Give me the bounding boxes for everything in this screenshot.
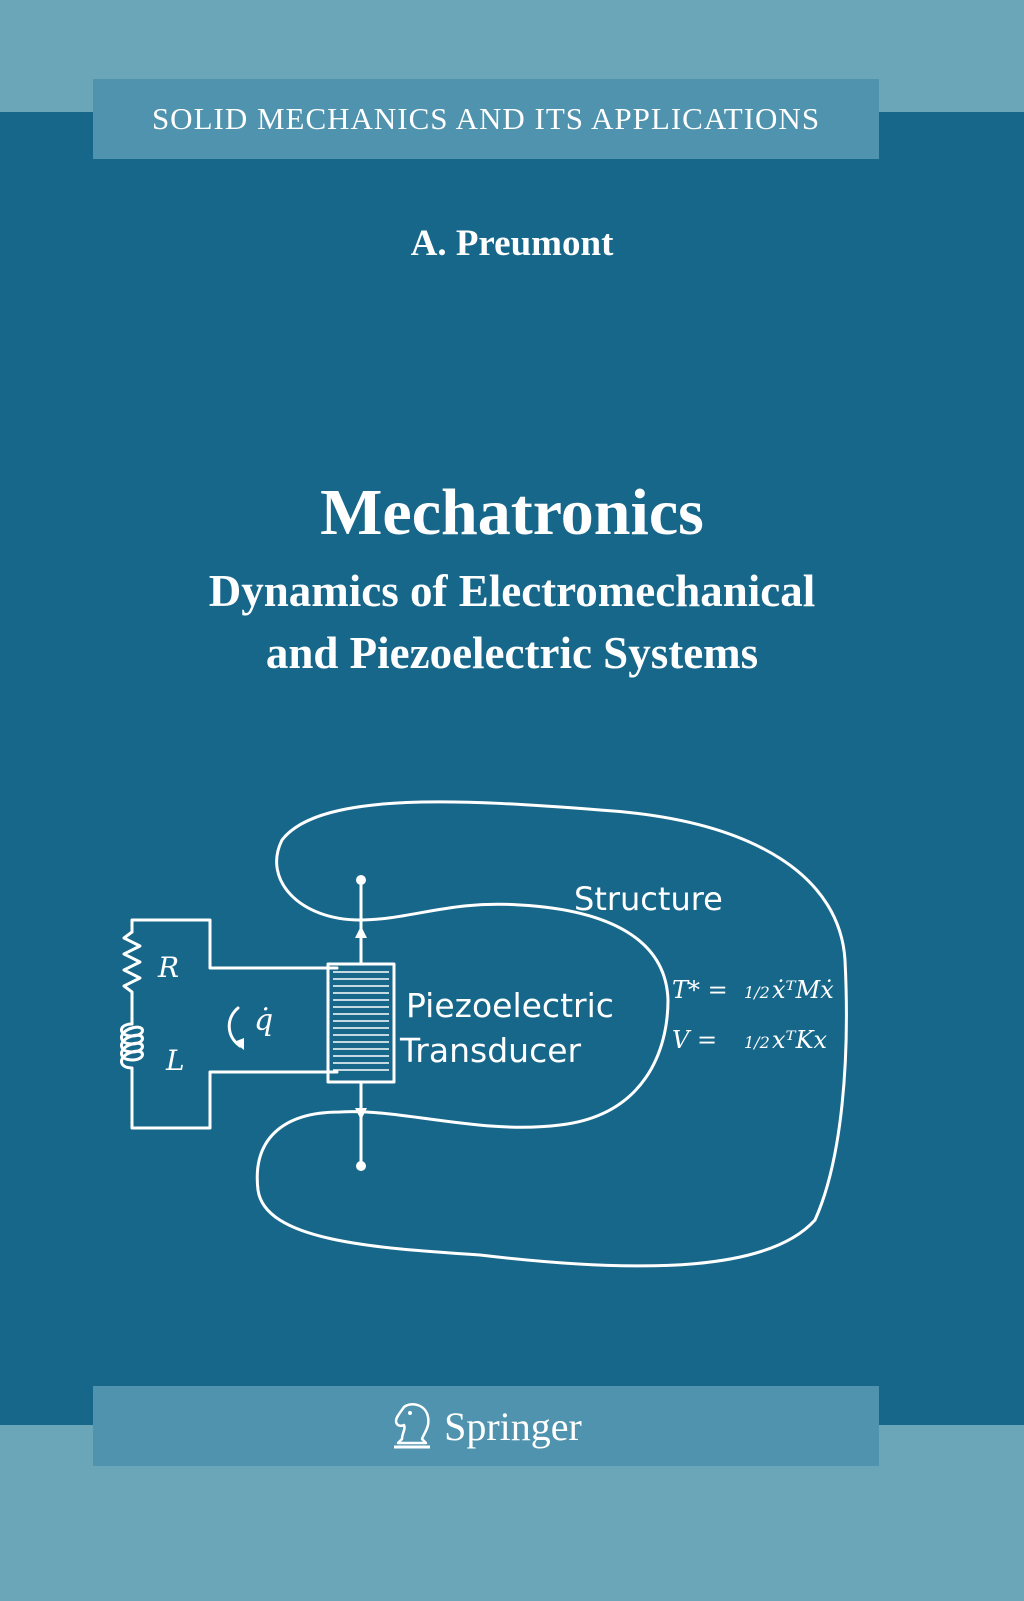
- transducer-label-line1: Piezoelectric: [406, 986, 614, 1025]
- structure-label: Structure: [574, 880, 723, 918]
- potential-energy-rhs: xᵀKx: [772, 1026, 828, 1054]
- potential-energy-half: 1/2: [744, 1033, 770, 1052]
- series-title: SOLID MECHANICS AND ITS APPLICATIONS: [151, 101, 821, 136]
- inductor-label: L: [165, 1044, 185, 1077]
- book-subtitle-line2: and Piezoelectric Systems: [265, 628, 759, 678]
- kinetic-energy-rhs: ẋᵀMẋ: [772, 976, 834, 1004]
- structure-outline: [255, 800, 848, 1268]
- publisher-name: Springer: [444, 1403, 582, 1449]
- transducer-label-line2: Transducer: [399, 1031, 582, 1070]
- resistor-icon: [122, 930, 142, 1026]
- kinetic-energy-lhs: T* =: [672, 976, 728, 1004]
- inductor-icon: [120, 1022, 339, 1130]
- down-arrow-icon: [355, 1108, 367, 1120]
- potential-energy-lhs: V =: [672, 1026, 717, 1054]
- series-band: SOLID MECHANICS AND ITS APPLICATIONS: [93, 79, 879, 159]
- circuit-wire: [130, 918, 339, 970]
- stack-layers: [333, 971, 389, 1071]
- kinetic-energy-half: 1/2: [744, 983, 770, 1002]
- charge-rate-label: q̇: [254, 1003, 273, 1038]
- publisher-band: Springer: [93, 1386, 879, 1466]
- book-subtitle-line1: Dynamics of Electromechanical: [208, 566, 816, 616]
- piezo-transducer-stack: [326, 962, 396, 1084]
- author-name: A. Preumont: [410, 223, 614, 264]
- cover-background: [0, 112, 1024, 1425]
- resistor-label: R: [157, 951, 179, 984]
- up-arrow-icon: [355, 926, 367, 938]
- springer-knight-logo-icon: [394, 1403, 431, 1449]
- book-title: Mechatronics: [320, 476, 704, 549]
